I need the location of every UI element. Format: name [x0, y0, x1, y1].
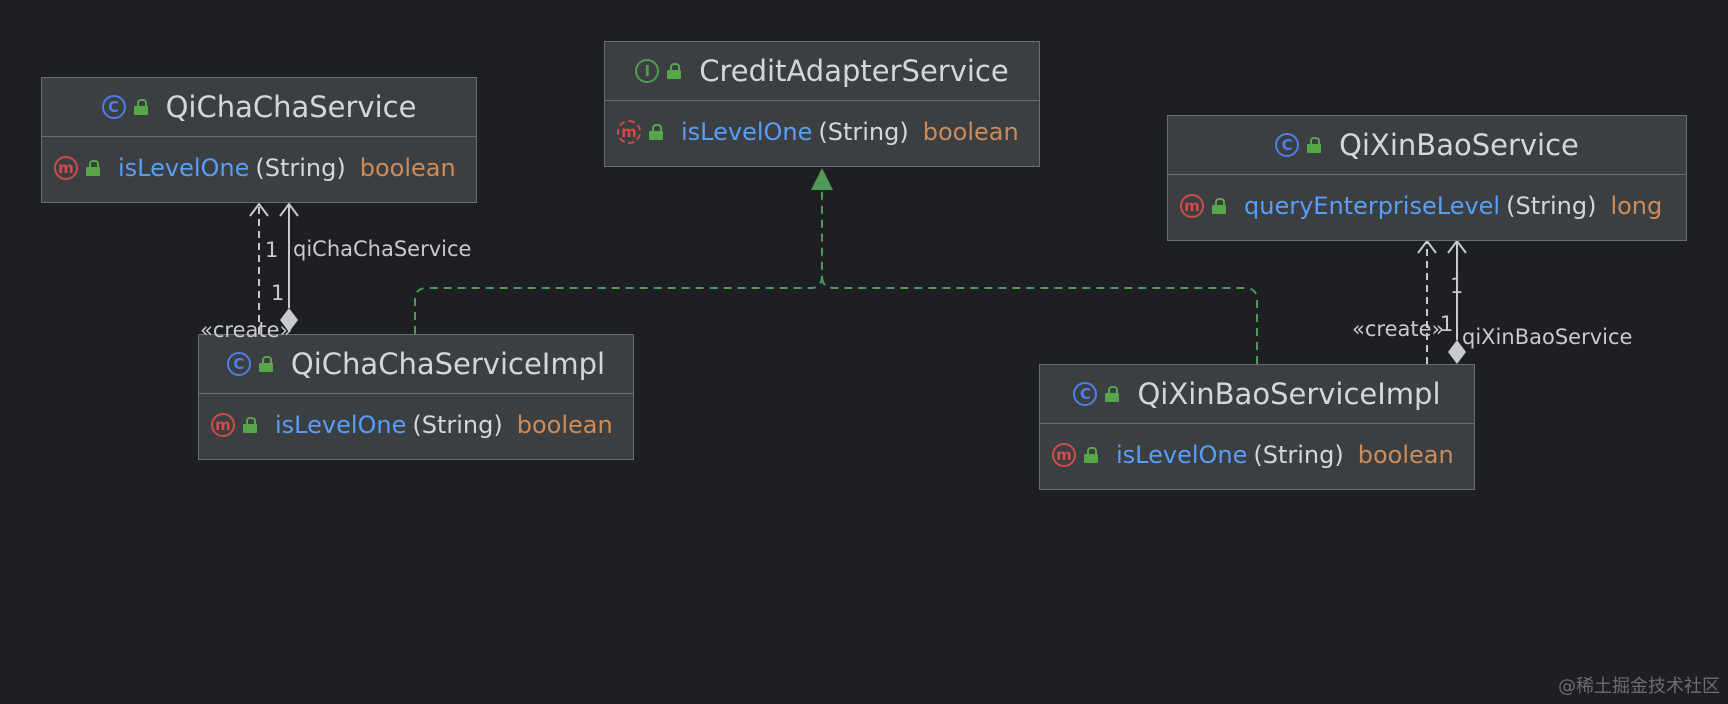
method-name: isLevelOne — [1116, 441, 1248, 469]
composition-diamond-qixinbao — [1448, 340, 1466, 364]
association-field-label-qixinbao: qiXinBaoService — [1462, 325, 1633, 349]
public-lock-icon — [1084, 447, 1098, 463]
class-box-qixinbao-service-impl[interactable]: C QiXinBaoServiceImpl m isLevelOne (Stri… — [1039, 364, 1475, 490]
class-icon: C — [226, 352, 251, 376]
class-header: C QiXinBaoServiceImpl — [1040, 365, 1474, 424]
class-icon: C — [1073, 382, 1098, 406]
class-name: QiXinBaoService — [1339, 128, 1579, 162]
realization-line-qichacha[interactable] — [414, 188, 823, 334]
method-icon: m — [1180, 194, 1204, 218]
method-params: (String) — [255, 154, 346, 182]
method-return-type: long — [1610, 192, 1663, 220]
method-return-type: boolean — [359, 154, 456, 182]
method-name: isLevelOne — [275, 411, 407, 439]
multiplicity-label-qichacha-source: 1 — [271, 281, 285, 305]
class-name: QiChaChaServiceImpl — [290, 347, 606, 381]
method-name: queryEnterpriseLevel — [1244, 192, 1501, 220]
method-return-type: boolean — [1357, 441, 1454, 469]
method-icon: m — [1052, 443, 1076, 467]
composition-diamond-qichacha — [280, 308, 298, 332]
method-params: (String) — [1506, 192, 1597, 220]
class-box-qixinbao-service[interactable]: C QiXinBaoService m queryEnterpriseLevel… — [1167, 115, 1687, 241]
method-name: isLevelOne — [681, 118, 813, 146]
method-params: (String) — [1253, 441, 1344, 469]
abstract-method-icon: m — [617, 120, 641, 144]
class-name: QiChaChaService — [165, 90, 417, 124]
class-header: I CreditAdapterService — [605, 42, 1039, 101]
method-params: (String) — [818, 118, 909, 146]
association-arrowhead-qixinbao — [1447, 239, 1467, 254]
method-row[interactable]: m isLevelOne (String) boolean — [42, 137, 476, 199]
method-name: isLevelOne — [118, 154, 250, 182]
realization-line-qixinbao[interactable] — [821, 275, 1258, 364]
method-row[interactable]: m queryEnterpriseLevel (String) long — [1168, 175, 1686, 237]
method-return-type: boolean — [922, 118, 1019, 146]
public-lock-icon — [86, 160, 100, 176]
create-dependency-arrowhead-qixinbao — [1417, 239, 1437, 254]
watermark: @稀土掘金技术社区 — [1558, 676, 1720, 697]
public-lock-icon — [243, 417, 257, 433]
class-header: C QiChaChaService — [42, 78, 476, 137]
method-icon: m — [54, 156, 78, 180]
class-icon: C — [1275, 133, 1300, 157]
public-lock-icon — [1307, 137, 1322, 153]
public-lock-icon — [133, 99, 148, 115]
method-row[interactable]: m isLevelOne (String) boolean — [199, 394, 633, 456]
multiplicity-label-qixinbao-source: 1 — [1440, 312, 1454, 336]
class-name: QiXinBaoServiceImpl — [1137, 377, 1441, 411]
multiplicity-label-qixinbao-target: 1 — [1450, 274, 1464, 298]
class-header: C QiXinBaoService — [1168, 116, 1686, 175]
class-box-qichacha-service-impl[interactable]: C QiChaChaServiceImpl m isLevelOne (Stri… — [198, 334, 634, 460]
create-stereotype-label-qichacha: «create» — [200, 318, 293, 342]
method-params: (String) — [412, 411, 503, 439]
class-box-qichacha-service[interactable]: C QiChaChaService m isLevelOne (String) … — [41, 77, 477, 203]
method-return-type: boolean — [516, 411, 613, 439]
public-lock-icon — [649, 124, 663, 140]
public-lock-icon — [1212, 198, 1226, 214]
class-box-credit-adapter-service[interactable]: I CreditAdapterService m isLevelOne (Str… — [604, 41, 1040, 167]
class-icon: C — [101, 95, 126, 119]
interface-icon: I — [635, 59, 660, 83]
public-lock-icon — [1105, 386, 1120, 402]
class-header: C QiChaChaServiceImpl — [199, 335, 633, 394]
public-lock-icon — [258, 356, 273, 372]
class-name: CreditAdapterService — [699, 54, 1009, 88]
realization-arrowhead — [811, 168, 833, 190]
create-dependency-arrowhead-qichacha — [249, 202, 269, 217]
create-stereotype-label-qixinbao: «create» — [1352, 317, 1445, 341]
multiplicity-label-qichacha-target: 1 — [265, 238, 279, 262]
method-row[interactable]: m isLevelOne (String) boolean — [605, 101, 1039, 163]
association-field-label-qichacha: qiChaChaService — [293, 237, 472, 261]
method-icon: m — [211, 413, 235, 437]
association-arrowhead-qichacha — [279, 202, 299, 217]
method-row[interactable]: m isLevelOne (String) boolean — [1040, 424, 1474, 486]
public-lock-icon — [667, 63, 682, 79]
